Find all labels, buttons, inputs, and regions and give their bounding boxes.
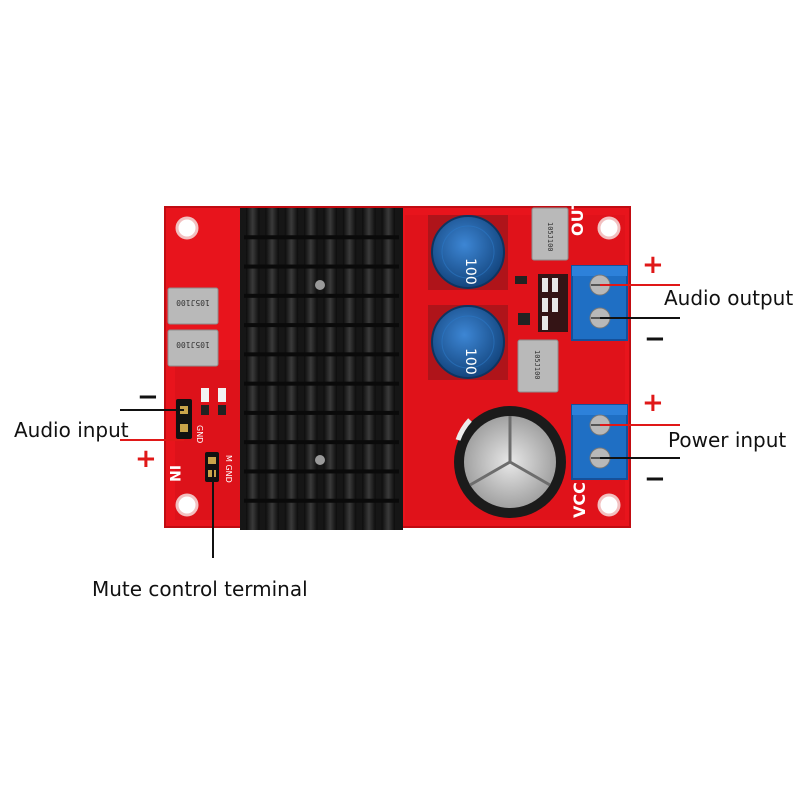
audio-input-label: Audio input xyxy=(14,418,129,442)
audio-input-plus-sign: + xyxy=(135,444,157,474)
heatsink-fin-gap xyxy=(244,410,399,415)
svg-text:105J100: 105J100 xyxy=(546,222,554,252)
heatsink-screw-bottom xyxy=(315,455,325,465)
heatsink-fin xyxy=(246,208,260,530)
heatsink-fin xyxy=(284,208,299,530)
heatsink-fin xyxy=(304,208,318,530)
heatsink-fin xyxy=(362,208,376,530)
heatsink-fin-gap xyxy=(244,381,399,386)
audio-output-minus-sign: − xyxy=(644,324,666,354)
smd-resistors-input xyxy=(201,388,226,415)
mounting-hole-bottom-left xyxy=(175,493,199,517)
heatsink xyxy=(240,208,403,530)
svg-text:105J100: 105J100 xyxy=(176,340,210,349)
power-input-plus-sign: + xyxy=(642,388,664,418)
audio-input-minus-sign: − xyxy=(137,382,159,412)
electrolytic-capacitor xyxy=(454,406,566,518)
svg-text:100: 100 xyxy=(462,348,478,375)
callout-lines xyxy=(120,284,680,558)
svg-text:105J100: 105J100 xyxy=(533,350,541,380)
silk-vcc: VCC xyxy=(570,482,589,518)
film-capacitor-left-1: 105J100 xyxy=(167,287,219,325)
heatsink-fin-gap xyxy=(244,264,399,269)
heatsink-fin xyxy=(342,208,357,530)
smd-components-output xyxy=(515,274,568,332)
audio-output-terminal xyxy=(571,265,628,341)
heatsink-fin-gap xyxy=(244,440,399,445)
heatsink-fin-gap xyxy=(244,469,399,474)
mounting-hole-top-right xyxy=(597,216,621,240)
heatsink-fin xyxy=(265,208,279,530)
inductor-top: 100 xyxy=(428,215,508,290)
heatsink-fin-gap xyxy=(244,498,399,503)
inductor-bottom: 100 xyxy=(428,305,508,380)
film-capacitor-right-bottom: 105J100 xyxy=(517,339,559,393)
power-input-label: Power input xyxy=(668,428,787,452)
audio-output-plus-sign: + xyxy=(642,250,664,280)
power-input-terminal xyxy=(571,404,628,480)
mounting-hole-top-left xyxy=(175,216,199,240)
audio-output-label: Audio output xyxy=(664,286,794,310)
svg-text:GND: GND xyxy=(195,425,204,443)
heatsink-screw-top xyxy=(315,280,325,290)
power-input-minus-sign: − xyxy=(644,464,666,494)
svg-text:M GND: M GND xyxy=(224,455,233,483)
film-capacitor-right-top: 105J100 xyxy=(531,207,569,261)
heatsink-fin xyxy=(381,208,395,530)
svg-text:105J100: 105J100 xyxy=(176,298,210,307)
mute-control-label: Mute control terminal xyxy=(92,577,308,601)
silk-in: IN xyxy=(166,465,182,482)
heatsink-fin-gap xyxy=(244,323,399,328)
heatsink-fin-gap xyxy=(244,235,399,240)
mute-control-header: M GND xyxy=(205,452,233,483)
heatsink-fin-gap xyxy=(244,293,399,298)
heatsink-fin xyxy=(323,208,337,530)
film-capacitor-left-2: 105J100 xyxy=(167,329,219,367)
mounting-hole-bottom-right xyxy=(597,493,621,517)
svg-text:100: 100 xyxy=(462,258,478,285)
heatsink-fin-gap xyxy=(244,352,399,357)
silk-out: OUT xyxy=(568,198,587,236)
